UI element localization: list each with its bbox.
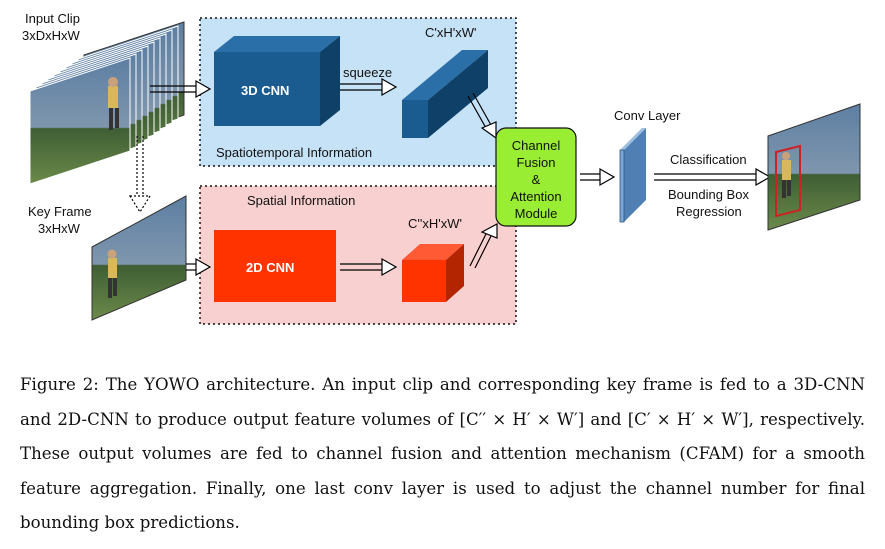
- 2d-output-dims: C''xH'xW': [408, 216, 462, 231]
- arrow-conv-to-output: [654, 167, 772, 187]
- conv-layer: [619, 128, 646, 223]
- 3d-output-dims: C'xH'xW': [425, 25, 477, 40]
- cfam-line-4: Attention: [510, 189, 561, 204]
- key-frame-label: Key Frame: [28, 204, 92, 219]
- bbox-regression-line-1: Bounding Box: [668, 187, 749, 202]
- 3d-cnn-label: 3D CNN: [241, 83, 289, 98]
- arrow-2d-to-cfam: [469, 223, 498, 269]
- caption-text: The YOWO architecture. An input clip and…: [20, 375, 865, 532]
- squeeze-label: squeeze: [343, 65, 392, 80]
- golfer-figure: [108, 77, 119, 130]
- spatial-label: Spatial Information: [247, 193, 355, 208]
- cfam-line-2: Fusion: [516, 155, 555, 170]
- arrow-keyframe-to-2dcnn: [186, 257, 212, 277]
- architecture-diagram: Input Clip 3xDxHxW Key Frame 3xHxW 3D CN…: [22, 11, 861, 325]
- input-clip-dims: 3xDxHxW: [22, 28, 81, 43]
- arrow-2dcnn-to-output: [340, 257, 398, 277]
- key-frame-image: [91, 195, 187, 321]
- spatiotemporal-label: Spatiotemporal Information: [216, 145, 372, 160]
- 3d-output-volume: [402, 50, 488, 138]
- squeeze-arrow: [340, 77, 398, 97]
- bbox-regression-line-2: Regression: [676, 204, 742, 219]
- input-clip-stack: [29, 21, 185, 185]
- 2d-cnn-label: 2D CNN: [246, 260, 294, 275]
- 3d-cnn-block: [214, 36, 340, 126]
- conv-layer-label: Conv Layer: [614, 108, 681, 123]
- arrow-clip-to-3dcnn: [150, 79, 212, 99]
- output-frame-image: [767, 103, 861, 231]
- 2d-cnn-block: [214, 230, 336, 302]
- dotted-down-arrow: [128, 136, 152, 214]
- cfam-module: [495, 127, 577, 227]
- bounding-box: [775, 144, 801, 218]
- cfam-line-5: Module: [515, 206, 558, 221]
- figure-label: Figure 2:: [20, 375, 99, 394]
- arrow-cfam-to-conv: [580, 167, 616, 187]
- cfam-line-1: Channel: [512, 138, 561, 153]
- 2d-output-volume: [402, 244, 464, 302]
- cfam-line-3: &: [532, 172, 541, 187]
- key-frame-dims: 3xHxW: [38, 221, 81, 236]
- classification-label: Classification: [670, 152, 747, 167]
- input-clip-label: Input Clip: [25, 11, 80, 26]
- figure-caption: Figure 2: The YOWO architecture. An inpu…: [20, 368, 865, 541]
- arrow-3d-to-cfam: [467, 92, 497, 140]
